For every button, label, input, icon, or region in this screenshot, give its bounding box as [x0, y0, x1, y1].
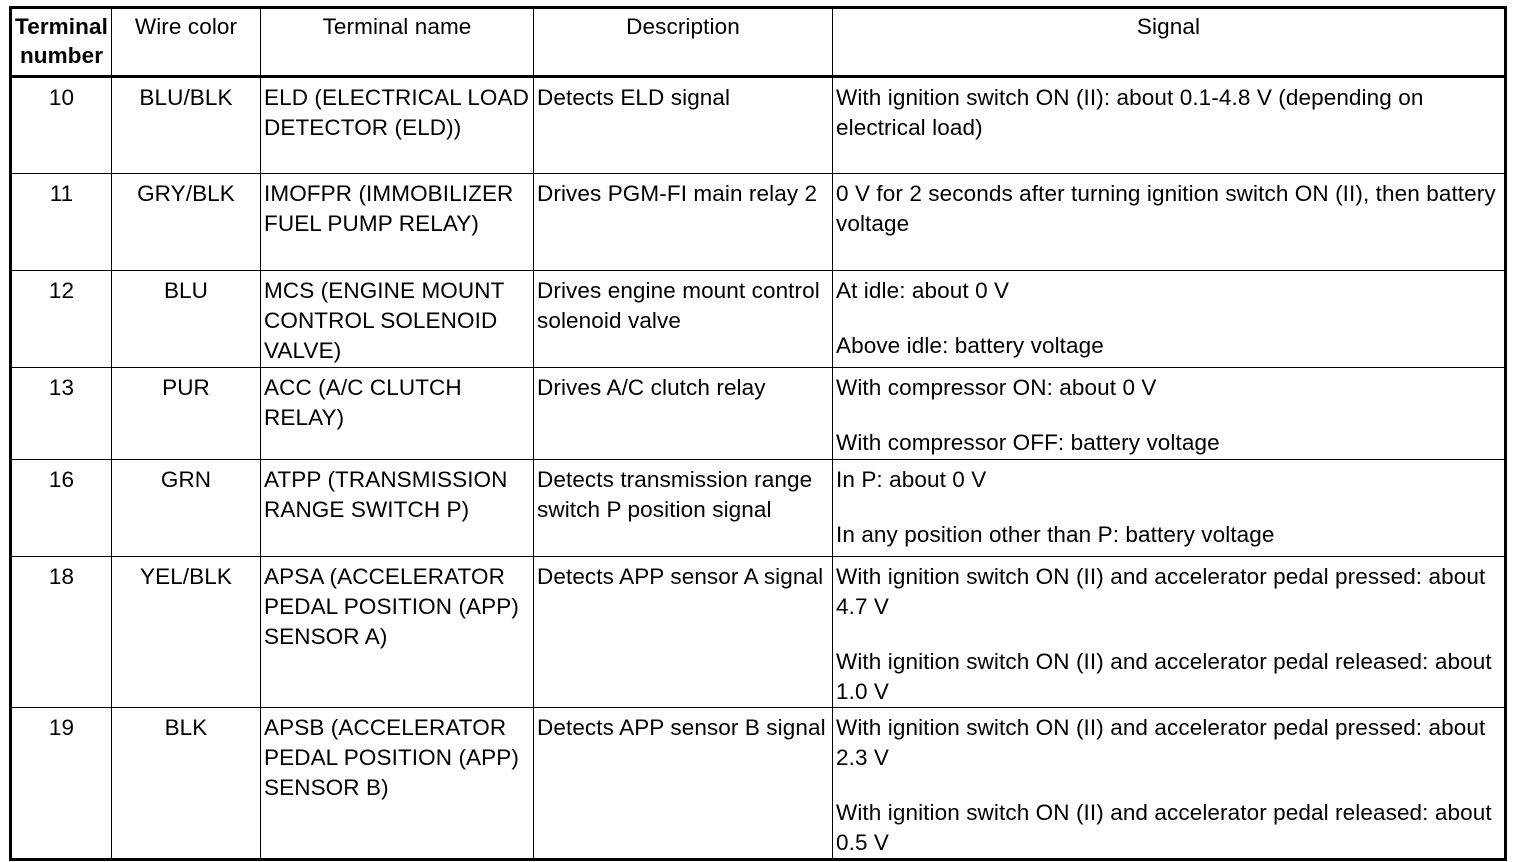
wire-color-cell: PUR: [111, 367, 261, 460]
terminal-name-cell: ELD (ELECTRICAL LOAD DETECTOR (ELD)): [260, 76, 534, 174]
terminal-name-cell: ACC (A/C CLUTCH RELAY): [260, 367, 534, 460]
signal-line: With ignition switch ON (II) and acceler…: [836, 800, 1492, 855]
table-header: Terminal number Wire color Terminal name…: [10, 7, 1506, 78]
wire-color-cell: GRY/BLK: [111, 173, 261, 271]
wire-color-cell: YEL/BLK: [111, 556, 261, 708]
terminal-name-cell: IMOFPR (IMMOBILIZER FUEL PUMP RELAY): [260, 173, 534, 271]
description-cell: Detects transmission range switch P posi…: [533, 459, 833, 557]
terminal-number-cell: 18: [10, 556, 112, 708]
terminal-number-cell: 16: [10, 459, 112, 557]
terminal-name-cell: ATPP (TRANSMISSION RANGE SWITCH P): [260, 459, 534, 557]
signal-line: With ignition switch ON (II): about 0.1-…: [836, 85, 1424, 140]
wire-color-cell: BLK: [111, 707, 261, 860]
signal-line: Above idle: battery voltage: [836, 333, 1104, 358]
signal-line: At idle: about 0 V: [836, 278, 1010, 303]
wire-color-cell: BLU/BLK: [111, 76, 261, 174]
terminal-name-cell: APSB (ACCELERATOR PEDAL POSITION (APP) S…: [260, 707, 534, 860]
signal-cell: In P: about 0 V In any position other tha…: [832, 459, 1506, 557]
signal-line: With ignition switch ON (II) and acceler…: [836, 649, 1492, 704]
signal-line: In any position other than P: battery vo…: [836, 522, 1275, 547]
terminal-number-cell: 11: [10, 173, 112, 271]
terminal-number-cell: 13: [10, 367, 112, 460]
terminal-table: Terminal number Wire color Terminal name…: [9, 6, 1507, 861]
description-cell: Drives A/C clutch relay: [533, 367, 833, 460]
header-terminal-number: Terminal number: [10, 7, 112, 78]
header-description: Description: [533, 7, 833, 78]
signal-line: 0 V for 2 seconds after turning ignition…: [836, 181, 1496, 236]
signal-line: With compressor ON: about 0 V: [836, 375, 1157, 400]
terminal-number-cell: 10: [10, 76, 112, 174]
signal-cell: With ignition switch ON (II) and acceler…: [832, 707, 1506, 860]
signal-line: With ignition switch ON (II) and acceler…: [836, 715, 1486, 770]
signal-cell: 0 V for 2 seconds after turning ignition…: [832, 173, 1506, 271]
signal-cell: With ignition switch ON (II) and acceler…: [832, 556, 1506, 708]
signal-line: In P: about 0 V: [836, 467, 987, 492]
description-cell: Drives engine mount control solenoid val…: [533, 270, 833, 368]
header-row: Terminal number Wire color Terminal name…: [10, 7, 1506, 78]
description-cell: Drives PGM-FI main relay 2: [533, 173, 833, 271]
terminal-number-cell: 12: [10, 270, 112, 368]
header-wire-color: Wire color: [111, 7, 261, 78]
terminal-number-cell: 19: [10, 707, 112, 860]
description-cell: Detects APP sensor A signal: [533, 556, 833, 708]
terminal-name-cell: APSA (ACCELERATOR PEDAL POSITION (APP) S…: [260, 556, 534, 708]
header-terminal-name: Terminal name: [260, 7, 534, 78]
header-signal: Signal: [832, 7, 1506, 78]
description-cell: Detects APP sensor B signal: [533, 707, 833, 860]
wire-color-cell: GRN: [111, 459, 261, 557]
signal-cell: With compressor ON: about 0 V With compre…: [832, 367, 1506, 460]
signal-cell: At idle: about 0 V Above idle: battery vo…: [832, 270, 1506, 368]
signal-line: With ignition switch ON (II) and acceler…: [836, 564, 1486, 619]
signal-line: With compressor OFF: battery voltage: [836, 430, 1220, 455]
terminal-name-cell: MCS (ENGINE MOUNT CONTROL SOLENOID VALVE…: [260, 270, 534, 368]
signal-cell: With ignition switch ON (II): about 0.1-…: [832, 76, 1506, 174]
description-cell: Detects ELD signal: [533, 76, 833, 174]
wire-color-cell: BLU: [111, 270, 261, 368]
